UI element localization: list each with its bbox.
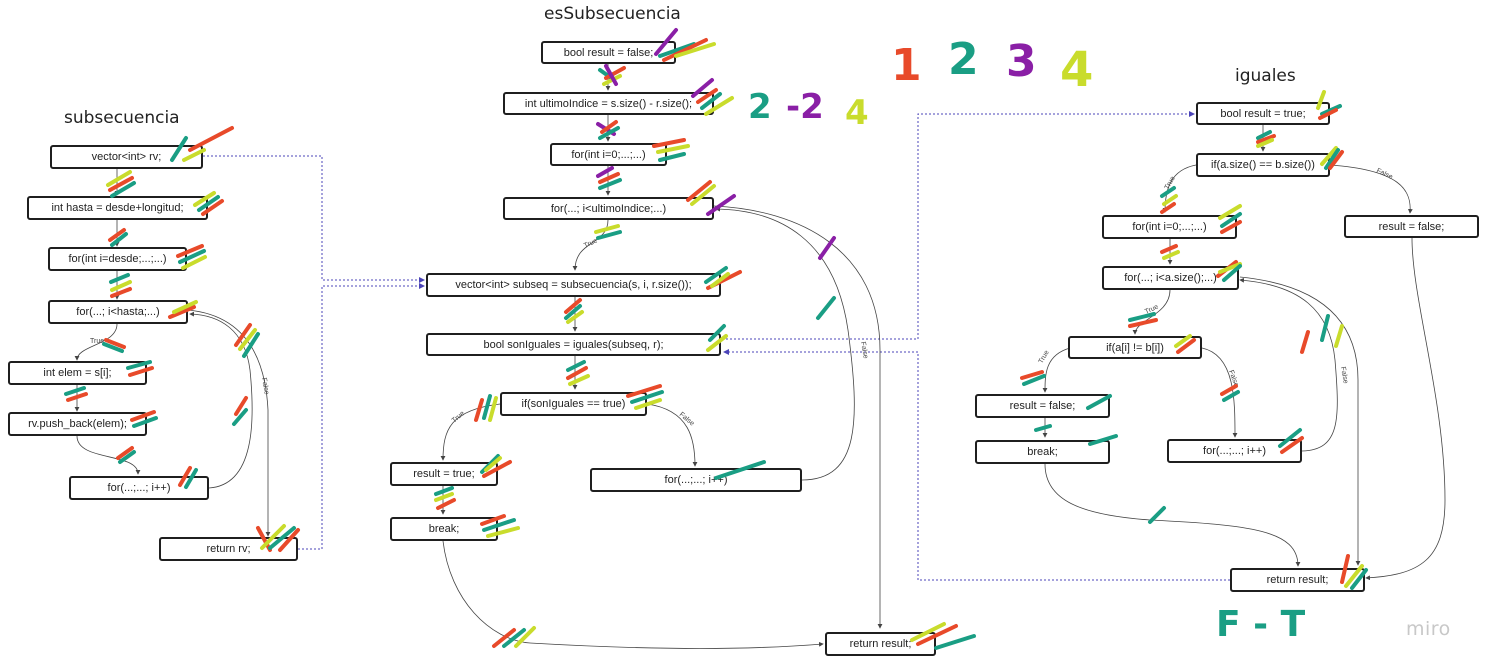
flow-node[interactable]: vector<int> subseq = subsecuencia(s, i, … [426, 273, 721, 297]
flow-node[interactable]: for(int i=0;...;...) [1102, 215, 1237, 239]
edge-label-false: False [1339, 366, 1349, 384]
miro-logo: miro [1406, 618, 1451, 640]
flow-node[interactable]: int elem = s[i]; [8, 361, 147, 385]
flow-node[interactable]: for(...; i<a.size();...) [1102, 266, 1239, 290]
edge [1329, 164, 1413, 214]
title-essubsecuencia: esSubsecuencia [544, 4, 681, 24]
edge [189, 311, 253, 489]
edge-label-false: False [260, 377, 270, 395]
flow-node[interactable]: bool result = true; [1196, 102, 1330, 125]
edge [1201, 347, 1238, 438]
edge [76, 435, 141, 475]
edge [715, 206, 855, 481]
edge [187, 309, 271, 537]
edge-label-false: False [859, 341, 869, 359]
flow-node[interactable]: for(int i=0;...;...) [550, 143, 667, 166]
flow-node[interactable]: for(...; i<ultimoIndice;...) [503, 197, 714, 220]
flow-node[interactable]: return rv; [159, 537, 298, 561]
flow-node[interactable]: vector<int> rv; [50, 145, 203, 169]
edge [1365, 237, 1446, 581]
flow-node[interactable]: bool result = false; [541, 41, 676, 64]
flow-node[interactable]: for(...;...; i++) [69, 476, 209, 500]
edge [74, 323, 118, 361]
flow-node[interactable]: return result; [1230, 568, 1365, 592]
link-subsecuencia-call [203, 155, 425, 283]
title-subsecuencia: subsecuencia [64, 108, 180, 128]
edge-label-true: True [1164, 175, 1177, 191]
edge-label-false: False [1227, 369, 1239, 388]
flow-node[interactable]: int ultimoIndice = s.size() - r.size(); [503, 92, 714, 115]
edge-label-true: True [1144, 303, 1160, 315]
edge [1239, 276, 1361, 566]
edge [1042, 347, 1071, 393]
edge [1239, 277, 1338, 452]
edge [713, 205, 883, 629]
flow-node[interactable]: for(int i=desde;...;...) [48, 247, 187, 271]
edge [442, 540, 824, 649]
flow-node[interactable]: if(a[i] != b[i]) [1068, 336, 1202, 359]
edge-label-false: False [1375, 167, 1394, 181]
flow-node[interactable]: rv.push_back(elem); [8, 412, 147, 436]
flow-node[interactable]: for(...;...; i++) [1167, 439, 1302, 463]
link-subsecuencia-return [298, 283, 425, 550]
flow-node[interactable]: break; [390, 517, 498, 541]
edge-label-true: True [1038, 349, 1051, 365]
flow-node[interactable]: int hasta = desde+longitud; [27, 196, 208, 220]
edge [646, 403, 698, 467]
flow-node[interactable]: if(a.size() == b.size()) [1196, 153, 1330, 177]
edge [440, 403, 501, 461]
flow-node[interactable]: result = false; [975, 394, 1110, 418]
flow-node[interactable]: break; [975, 440, 1110, 464]
flow-node[interactable]: for(...; i<hasta;...) [48, 300, 188, 324]
flow-node[interactable]: result = true; [390, 462, 498, 486]
link-iguales-return [723, 349, 1230, 581]
edge [1044, 463, 1301, 567]
flow-node[interactable]: result = false; [1344, 215, 1479, 238]
flow-node[interactable]: return result; [825, 632, 936, 656]
flow-node[interactable]: for(...;...; i++) [590, 468, 802, 492]
flow-node[interactable]: bool sonIguales = iguales(subseq, r); [426, 333, 721, 356]
edge-label-true: True [451, 410, 466, 425]
title-iguales: iguales [1235, 66, 1296, 86]
edge-label-true: True [583, 237, 599, 249]
flow-node[interactable]: if(sonIguales == true) [500, 392, 647, 416]
edge-label-false: False [678, 411, 696, 427]
edge-label-true: True [90, 338, 104, 345]
link-iguales-call [722, 111, 1195, 340]
